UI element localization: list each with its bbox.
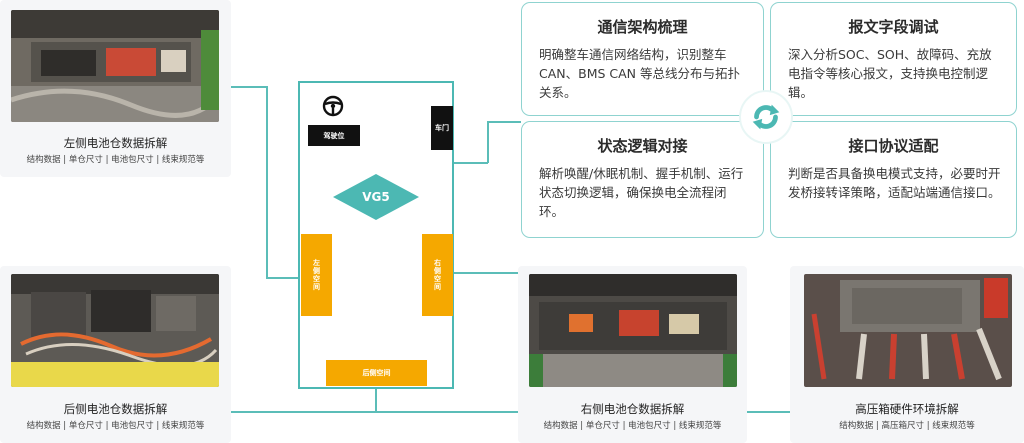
card-title: 通信架构梳理 (597, 18, 688, 36)
connector-left-v (266, 86, 268, 278)
rear-space-label: 后侧空间 (362, 369, 391, 377)
rear-bay-photo (11, 274, 219, 387)
hv-box-title: 高压箱硬件环境拆解 (855, 402, 959, 416)
card-title: 接口协议适配 (848, 137, 939, 155)
card-state-logic: 状态逻辑对接 解析唤醒/休眠机制、握手机制、运行状态切换逻辑，确保换电全流程闭环… (521, 121, 764, 238)
rear-bay-title: 后侧电池仓数据拆解 (63, 402, 168, 416)
steering-wheel-icon (322, 95, 344, 117)
connector-left-h2 (266, 277, 299, 279)
right-bay-subtitle: 结构数据 | 单仓尺寸 | 电池包尺寸 | 线束规范等 (543, 421, 722, 431)
hv-box-subtitle: 结构数据 | 高压箱尺寸 | 线束规范等 (839, 421, 975, 431)
hv-box-card: 高压箱硬件环境拆解 结构数据 | 高压箱尺寸 | 线束规范等 (790, 266, 1024, 443)
driver-seat: 驾驶位 (308, 125, 360, 146)
connector-cards-v (487, 121, 489, 163)
vehicle-layout: 驾驶位 车门 VG5 左侧空间 右侧空间 后侧空间 (298, 81, 454, 389)
right-bay-title: 右侧电池仓数据拆解 (580, 402, 685, 416)
right-space: 右侧空间 (422, 234, 453, 316)
connector-cards (454, 162, 488, 164)
card-title: 状态逻辑对接 (597, 137, 688, 155)
driver-seat-label: 驾驶位 (323, 131, 345, 140)
connector-left-h (231, 86, 267, 88)
refresh-cycle-icon (739, 90, 793, 144)
hv-box-photo (804, 274, 1012, 387)
left-bay-card: 左侧电池仓数据拆解 结构数据 | 单仓尺寸 | 电池包尺寸 | 线束规范等 (0, 0, 231, 177)
card-message-debug: 报文字段调试 深入分析SOC、SOH、故障码、充放电指令等核心报文，支持换电控制… (770, 2, 1017, 116)
left-bay-subtitle: 结构数据 | 单仓尺寸 | 电池包尺寸 | 线束规范等 (26, 155, 205, 165)
connector-cards-h (487, 121, 521, 123)
card-desc: 解析唤醒/休眠机制、握手机制、运行状态切换逻辑，确保换电全流程闭环。 (539, 166, 744, 219)
rear-bay-card: 后侧电池仓数据拆解 结构数据 | 单仓尺寸 | 电池包尺寸 | 线束规范等 (0, 266, 231, 443)
card-desc: 深入分析SOC、SOH、故障码、充放电指令等核心报文，支持换电控制逻辑。 (788, 47, 992, 100)
left-bay-title: 左侧电池仓数据拆解 (63, 136, 168, 150)
left-space: 左侧空间 (301, 234, 332, 316)
card-comm-architecture: 通信架构梳理 明确整车通信网络结构，识别整车 CAN、BMS CAN 等总线分布… (521, 2, 764, 116)
right-bay-card: 右侧电池仓数据拆解 结构数据 | 单仓尺寸 | 电池包尺寸 | 线束规范等 (518, 266, 747, 443)
connector-right-h (454, 272, 518, 274)
connector-hv-h (747, 411, 790, 413)
right-bay-photo (529, 274, 737, 387)
left-space-label: 左侧空间 (312, 259, 321, 291)
card-title: 报文字段调试 (848, 18, 939, 36)
card-desc: 明确整车通信网络结构，识别整车 CAN、BMS CAN 等总线分布与拓扑关系。 (539, 47, 741, 100)
right-space-label: 右侧空间 (433, 259, 442, 291)
card-interface-protocol: 接口协议适配 判断是否具备换电模式支持，必要时开发桥接转译策略，适配站端通信接口… (770, 121, 1017, 238)
door: 车门 (431, 106, 453, 150)
vg5-core: VG5 (332, 173, 420, 221)
vg5-label: VG5 (362, 190, 390, 204)
rear-space: 后侧空间 (326, 360, 427, 386)
left-bay-photo (11, 10, 219, 122)
connector-bottom-v (375, 389, 377, 412)
door-label: 车门 (435, 124, 449, 132)
card-desc: 判断是否具备换电模式支持，必要时开发桥接转译策略，适配站端通信接口。 (788, 166, 1001, 200)
rear-bay-subtitle: 结构数据 | 单仓尺寸 | 电池包尺寸 | 线束规范等 (26, 421, 205, 431)
